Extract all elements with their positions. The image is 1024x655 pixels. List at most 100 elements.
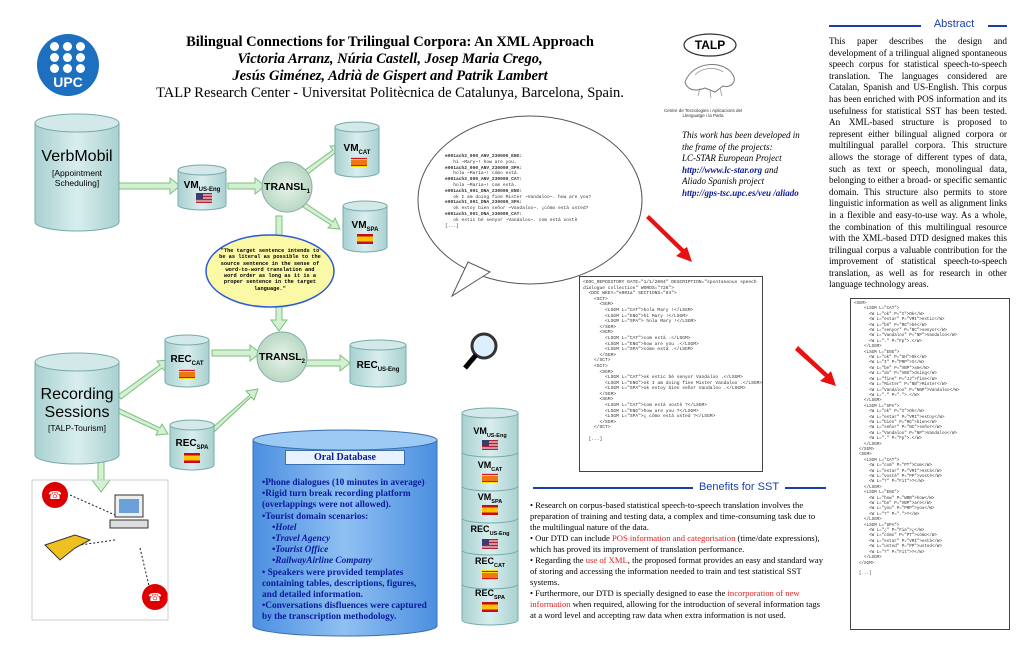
es-flag-icon: [184, 453, 200, 463]
xml-line: <LSGM L="CAT">: [854, 307, 900, 312]
es-flag-icon: [357, 234, 373, 244]
xml-line: <W L="señor" P="NC">señor</W>: [854, 426, 942, 431]
project-note: This work has been developed in the fram…: [682, 130, 812, 199]
xml-line: <LSGM L="SPA">¿ cómo está usted ?</LSGM>: [583, 414, 716, 420]
xml-line: <DOC_REPOSITORY DATE="1/1/2004" DESCRIPT…: [583, 280, 757, 285]
xml-line: </LSGM>: [854, 485, 882, 490]
benefit-item: • Research on corpus-based statistical s…: [530, 500, 816, 532]
xml-line: <W L="estar" P="VMI">estic</W>: [854, 318, 945, 323]
xml-line: </LSGM>: [854, 345, 882, 350]
vm-us-label: VMUS-Eng: [183, 180, 221, 193]
authors-line1: Victoria Arranz, Núria Castell, Josep Ma…: [237, 51, 543, 67]
xml-line: </SCT>: [583, 358, 611, 364]
us-flag-icon: [482, 539, 498, 549]
bubble-line: ok estic bé senyor ~Vandaloo~. com està …: [445, 217, 578, 223]
stack-vm-us: VMUS-Eng: [473, 426, 507, 439]
xml-line: </LSGM>: [854, 399, 882, 404]
xml-line: <LSGM L="SPA">: [854, 404, 900, 409]
xml-line: </SGM>: [583, 324, 617, 330]
benefit-item: • Our DTD can include POS information an…: [530, 533, 820, 554]
project-note-aliado: Aliado Spanish project: [682, 176, 765, 186]
verbmobil-label: VerbMobil: [41, 148, 113, 165]
xml-line: <W L="usted" P="PP">usted</W>: [854, 545, 942, 550]
rec-spa-label: RECSPA: [175, 438, 209, 451]
xml-line: <W L="¿" P="Fia">¿</W>: [854, 529, 925, 534]
es-flag-icon: [482, 602, 498, 612]
es-flag-icon: [482, 505, 498, 515]
transl1-label: TRANSL1: [264, 181, 310, 196]
recording-sub: [TALP-Tourism]: [48, 423, 106, 433]
vm-spa-label: VMSPA: [351, 220, 379, 233]
recording-cylinder: [34, 352, 120, 465]
xml-line: <W L="Vandaloo" P="NP">Vandaloo</W>: [854, 334, 958, 339]
xml-line: <W L="Vandaloo" P="NP">Vandaloo</W>: [854, 431, 958, 436]
xml-line: <SCT>: [583, 363, 608, 369]
benefits-text: • Research on corpus-based statistical s…: [530, 500, 826, 621]
verbmobil-cylinder: [34, 113, 120, 232]
xml-line: <SGM>: [854, 453, 872, 458]
xml-line: <W L="estar" P="VMI">estoy</W>: [854, 415, 945, 420]
benefits-heading: Benefits for SST: [698, 481, 780, 493]
yellow-note-text: "The target sentence intends to be as li…: [219, 248, 321, 292]
bubble-line: hi ~Mary~! how are you.: [445, 159, 517, 165]
xml-line: <W L="vostè" P="PP">vostè</W>: [854, 475, 942, 479]
upc-logo: UPC: [37, 34, 99, 96]
xml-line: [...]: [854, 572, 872, 577]
project-note-intro: This work has been developed in the fram…: [682, 130, 800, 152]
oral-scenario: •Hotel: [272, 522, 297, 533]
stack-vm-spa: VMSPA: [477, 492, 503, 505]
xml-line: <SGM>: [583, 397, 614, 403]
bubble-line: hola ~Maria~! com està.: [445, 182, 517, 188]
xml-line: </LSGM>: [854, 518, 882, 523]
aliado-link[interactable]: http://gps-tsc.upc.es/veu /aliado: [682, 187, 799, 198]
xml-line: <LSGM L="ENG">how are you ?</LSGM>: [583, 408, 699, 414]
xml-line: <W L="bien" P="RG">bien</W>: [854, 420, 937, 425]
us-flag-icon: [196, 193, 212, 203]
xml-line: <W L="ok" P="UH">Ok</W>: [854, 356, 927, 361]
xml-line: <SGM>: [854, 302, 867, 306]
xml-line: <LSGM L="ENG">hi Mary !</LSGM>: [583, 313, 688, 319]
corpus-stack: [461, 407, 519, 626]
stack-rec-us: RECUS-Eng: [470, 524, 510, 537]
bubble-line: e001ach1_001_DNA_230000_CAT:: [445, 211, 523, 217]
xml-line: <W L="I" P="PRP">I</W>: [854, 361, 925, 366]
oral-database-panel: Oral Database •Phone dialogues (10 minut…: [262, 450, 428, 624]
xml-line: <W L="be" P="VBP">are</W>: [854, 502, 932, 507]
xml-line: <LSGM L="CAT">com està vostè ?</LSGM>: [583, 403, 708, 409]
abstract-text: This paper describes the design and deve…: [829, 36, 1007, 290]
lcstar-link[interactable]: http://www.lc-star.org: [682, 164, 763, 175]
xml-line: <DOC WKEY="e001a" SECTIONS="84">: [583, 291, 677, 297]
cat-flag-icon: [482, 570, 498, 580]
xml-line: </LSGM>: [854, 442, 882, 447]
xml-line: <W L="." P=".">.</W>: [854, 393, 920, 398]
us-flag-icon: [482, 440, 498, 450]
xml-line: <W L="Mister" P="NN">Mister</W>: [854, 383, 947, 388]
xml-line: <W L="?" P=".">?</W>: [854, 512, 920, 517]
yellow-note-oval: [205, 234, 335, 308]
xml-line: <LSGM L="SPA">ok estoy bien señor Vandal…: [583, 386, 746, 392]
oral-item: • Speakers were provided templates conta…: [262, 567, 417, 601]
xml-line: <SGM>: [583, 330, 614, 336]
cat-flag-icon: [179, 369, 195, 379]
oral-scenario: •Tourist Office: [272, 545, 329, 556]
rec-cat-label: RECCAT: [170, 354, 204, 367]
xml-line: </SGM>: [583, 352, 617, 358]
xml-line: <LSGM L="SPA"> hola Mary !</LSGM>: [583, 319, 697, 325]
stack-rec-cat: RECCAT: [475, 556, 505, 569]
bubble-line: e001ach2_000_ANV_230000_CAT:: [445, 177, 523, 183]
xml-line: <SGM>: [583, 302, 614, 308]
red-arrows: [646, 215, 836, 386]
xml-line: [...]: [583, 436, 603, 442]
xml-line: <LSGM L="ENG">: [854, 491, 900, 496]
benefit-item: • Furthermore, our DTD is specially desi…: [530, 588, 820, 620]
stack-rec-spa: RECSPA: [475, 588, 505, 601]
xml-line: <W L="fine" P="JJ">fine</W>: [854, 377, 937, 382]
oral-item: •Tourist domain scenarios:: [262, 511, 369, 522]
talp-logo-caption: Centre de Tecnologies i Aplicacions del …: [664, 108, 742, 118]
xml-line: <LSGM L="CAT">com està .</LSGM>: [583, 335, 691, 341]
xml-line: <LSGM L="SPA">cómo está .</LSGM>: [583, 347, 694, 353]
cat-flag-icon: [351, 157, 367, 167]
xml-line: <W L="." P="Fp">.</W>: [854, 437, 922, 442]
paper-header: Bilingual Connections for Trilingual Cor…: [130, 34, 650, 102]
